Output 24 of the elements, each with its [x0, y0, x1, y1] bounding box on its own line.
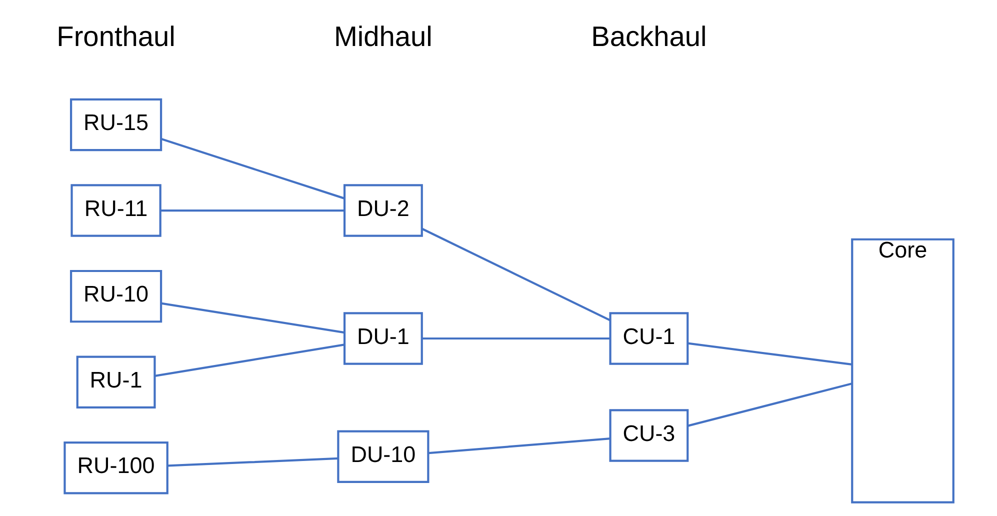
node-box: RU-15 [70, 98, 162, 152]
connector [422, 228, 610, 322]
node-box: RU-100 [64, 442, 168, 494]
label: Fronthaul [56, 21, 176, 52]
connector [168, 457, 338, 467]
node-box: Core [851, 238, 954, 504]
connector [160, 209, 344, 212]
connector [422, 337, 610, 340]
node-box: CU-3 [609, 409, 689, 462]
connector [160, 302, 345, 334]
label: Midhaul [334, 21, 432, 52]
connector [688, 342, 852, 366]
connector [688, 382, 852, 427]
node-box: DU-10 [337, 430, 430, 483]
label: Backhaul [591, 21, 707, 52]
node-box: DU-2 [343, 184, 423, 237]
node-box: DU-1 [343, 312, 423, 365]
connector [160, 138, 345, 200]
connector [154, 344, 344, 377]
node-box: RU-1 [76, 356, 156, 408]
node-box: CU-1 [609, 312, 689, 365]
node-box: RU-11 [70, 184, 162, 237]
connector [428, 437, 610, 454]
node-box: RU-10 [70, 270, 162, 323]
